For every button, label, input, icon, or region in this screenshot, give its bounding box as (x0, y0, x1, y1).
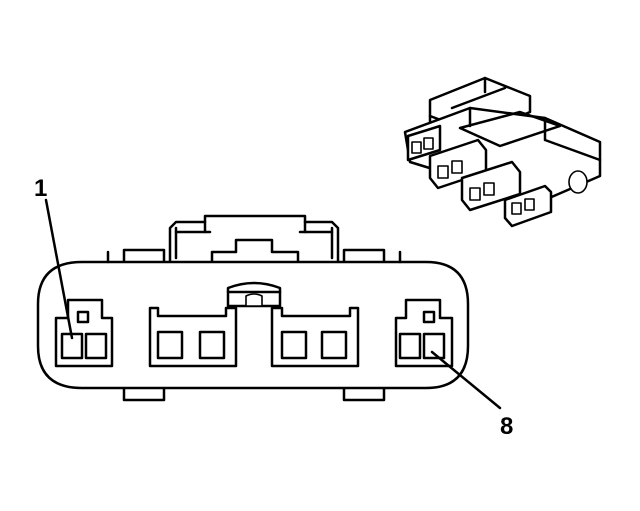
cavity-group-pins-1-2 (54, 298, 114, 368)
pin-6-cavity (320, 330, 348, 360)
callout-label-pin-8: 8 (500, 413, 513, 440)
connector-isometric-view (403, 76, 602, 228)
pin-2-cavity (84, 332, 108, 360)
pin-3-cavity (156, 330, 184, 360)
callout-pin-8: 8 (430, 350, 513, 440)
cavity-group-pins-5-6 (270, 306, 360, 368)
iso-cavity-1 (406, 124, 442, 162)
callout-pin-1: 1 (34, 175, 74, 340)
pin-7-cavity (398, 332, 422, 360)
pin-8-cavity (422, 332, 446, 360)
pin-4-cavity (198, 330, 226, 360)
iso-cavity-3 (460, 160, 522, 212)
cavity-group-pins-7-8 (394, 298, 454, 368)
leader-line-pin-8 (430, 350, 502, 410)
iso-cavity-4 (503, 184, 553, 228)
connector-front-view (36, 214, 470, 402)
side-hole (568, 170, 588, 194)
callout-label-pin-1: 1 (34, 175, 47, 202)
leader-line-pin-1 (44, 198, 74, 340)
locking-latch (168, 214, 340, 272)
housing-outline (36, 260, 470, 390)
cavity-group-pins-3-4 (148, 306, 238, 368)
pin-5-cavity (280, 330, 308, 360)
center-key (226, 281, 282, 308)
